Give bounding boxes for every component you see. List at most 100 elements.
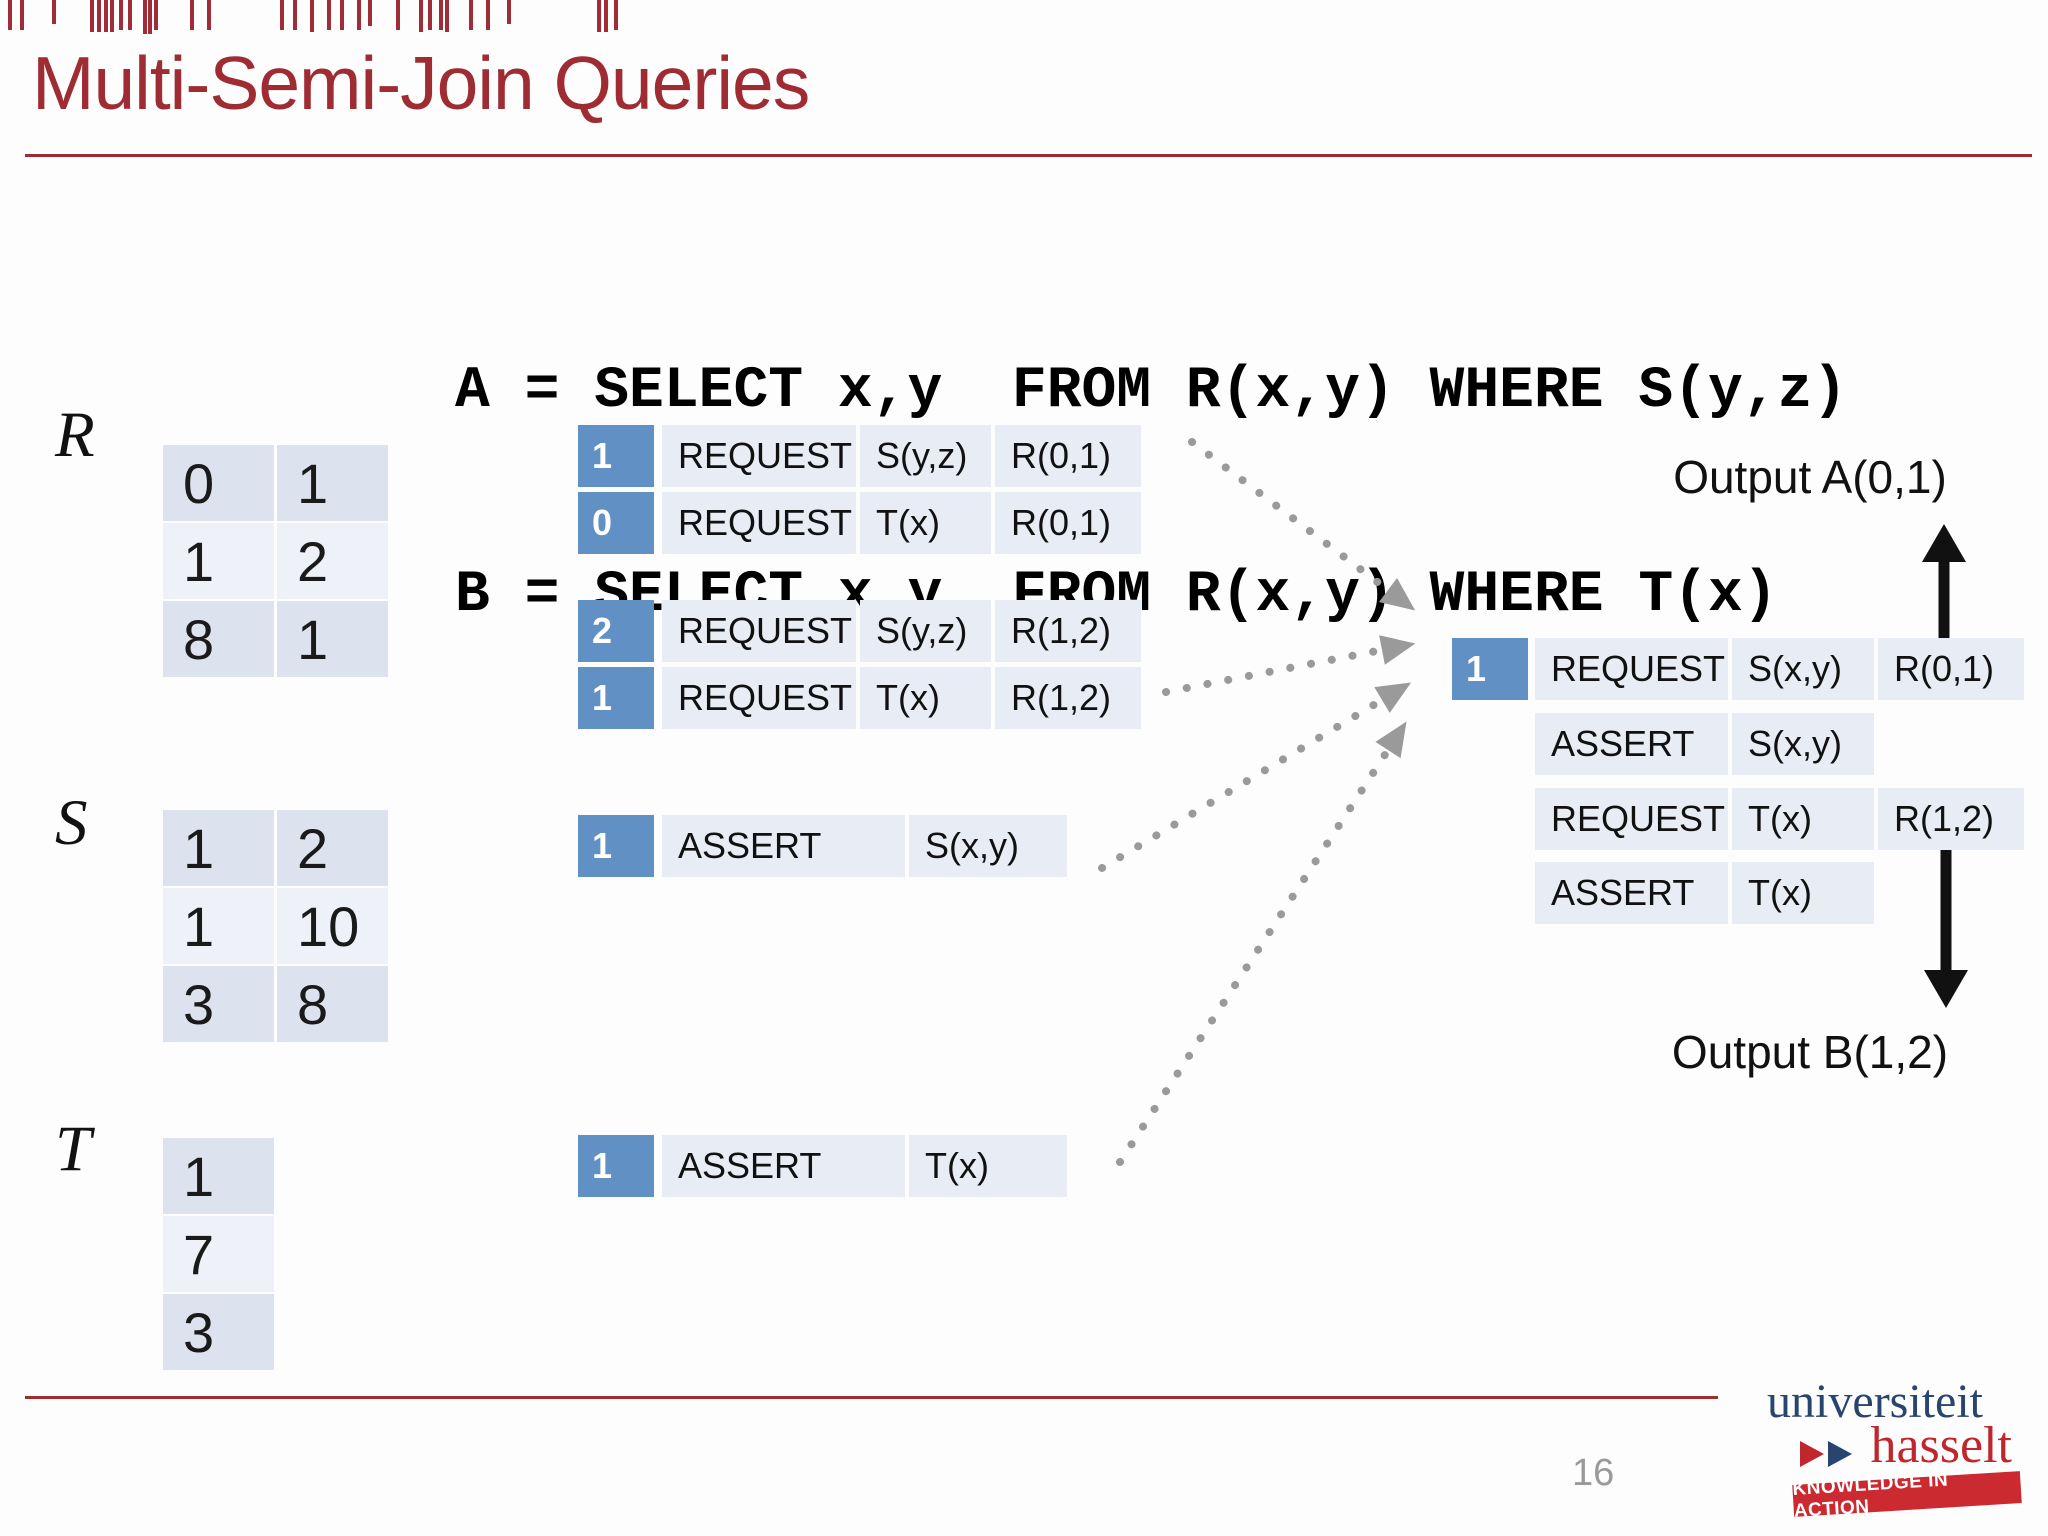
dotted-arrow-head (1379, 635, 1416, 665)
dotted-arrow-line (1098, 696, 1386, 872)
barcode-line (143, 0, 147, 34)
message-cell: R(1,2) (995, 600, 1141, 662)
barcode-line (419, 0, 423, 32)
table-r-cell: 8 (163, 601, 274, 677)
logo-blue-triangle-icon (1828, 1441, 1852, 1467)
message-badge: 1 (578, 667, 654, 729)
barcode-line (148, 0, 152, 34)
table-r-cell: 1 (277, 601, 388, 677)
table-s-cell: 8 (277, 966, 388, 1042)
merged-badge: 1 (1452, 638, 1528, 700)
table-r-cell: 1 (163, 523, 274, 599)
barcode-line (439, 0, 443, 30)
table-s-label: S (55, 787, 88, 859)
dotted-arrow-head (1374, 682, 1412, 713)
message-cell: R(0,1) (995, 425, 1141, 487)
message-badge: 1 (578, 425, 654, 487)
message-cell: R(0,1) (995, 492, 1141, 554)
barcode-line (340, 0, 344, 30)
message-cell: REQUEST (662, 667, 856, 729)
barcode-line (190, 0, 194, 30)
dotted-arrow-line (1116, 746, 1392, 1166)
barcode-line (327, 0, 331, 30)
barcode-line (396, 0, 400, 30)
barcode-line (428, 0, 432, 30)
merged-cell: R(0,1) (1878, 638, 2024, 700)
barcode-line (604, 0, 608, 32)
barcode-line (20, 0, 24, 30)
barcode-line (52, 0, 56, 24)
merged-cell: T(x) (1732, 862, 1874, 924)
message-badge: 1 (578, 815, 654, 877)
barcode-line (119, 0, 123, 30)
query-a: A = SELECT x,y FROM R(x,y) WHERE S(y,z) (455, 359, 1848, 424)
barcode-line (90, 0, 94, 32)
merged-cell: REQUEST (1535, 638, 1728, 700)
barcode-line (8, 0, 12, 30)
dotted-arrow-line (1162, 646, 1386, 696)
message-cell: ASSERT (662, 1135, 905, 1197)
message-cell: REQUEST (662, 600, 856, 662)
barcode-line (97, 0, 101, 32)
message-cell: R(1,2) (995, 667, 1141, 729)
message-cell: S(y,z) (860, 425, 991, 487)
table-t-label: T (55, 1113, 92, 1185)
barcode-line (154, 0, 158, 30)
output-a-label: Output A(0,1) (1673, 451, 1947, 503)
message-cell: T(x) (909, 1135, 1067, 1197)
barcode-line (357, 0, 361, 30)
table-r-label: R (55, 399, 95, 471)
output-a-arrow-head (1922, 524, 1966, 562)
message-cell: ASSERT (662, 815, 905, 877)
barcode-line (310, 0, 314, 32)
message-cell: S(x,y) (909, 815, 1067, 877)
dotted-arrow-head (1375, 721, 1407, 759)
table-r-cell: 2 (277, 523, 388, 599)
message-cell: REQUEST (662, 492, 856, 554)
message-badge: 1 (578, 1135, 654, 1197)
dotted-arrow-head (1378, 578, 1416, 611)
barcode-line (104, 0, 108, 32)
table-s-cell: 1 (163, 810, 274, 886)
logo-hasselt-text: hasselt (1870, 1417, 2012, 1474)
title-divider (25, 154, 2032, 157)
barcode-line (445, 0, 449, 32)
barcode-line (507, 0, 511, 24)
table-r-cell: 0 (163, 445, 274, 521)
barcode-line (368, 0, 372, 26)
message-badge: 0 (578, 492, 654, 554)
table-s-cell: 1 (163, 888, 274, 964)
merged-cell: S(x,y) (1732, 638, 1874, 700)
message-cell: S(y,z) (860, 600, 991, 662)
barcode-decoration (0, 0, 640, 40)
logo-red-triangle-icon (1800, 1441, 1824, 1467)
barcode-line (486, 0, 490, 30)
output-b-arrow-head (1924, 970, 1968, 1008)
table-t-cell: 3 (163, 1294, 274, 1370)
message-cell: REQUEST (662, 425, 856, 487)
table-s-cell: 2 (277, 810, 388, 886)
merged-cell: R(1,2) (1878, 788, 2024, 850)
barcode-line (280, 0, 284, 30)
message-badge: 2 (578, 600, 654, 662)
merged-cell: T(x) (1732, 788, 1874, 850)
table-s-cell: 3 (163, 966, 274, 1042)
dotted-arrow-line (1188, 438, 1392, 594)
table-s-cell: 10 (277, 888, 388, 964)
logo-universiteit-text: universiteit (1767, 1375, 1983, 1428)
barcode-line (614, 0, 618, 30)
merged-cell: REQUEST (1535, 788, 1728, 850)
merged-cell: ASSERT (1535, 713, 1728, 775)
page-number: 16 (1572, 1452, 1615, 1494)
barcode-line (128, 0, 132, 30)
table-t-cell: 7 (163, 1216, 274, 1292)
footer-divider (25, 1396, 1718, 1399)
message-cell: T(x) (860, 667, 991, 729)
merged-cell: S(x,y) (1732, 713, 1874, 775)
table-r-cell: 1 (277, 445, 388, 521)
logo-banner: KNOWLEDGE IN ACTION (1792, 1469, 2022, 1522)
barcode-line (597, 0, 601, 32)
barcode-line (293, 0, 297, 30)
